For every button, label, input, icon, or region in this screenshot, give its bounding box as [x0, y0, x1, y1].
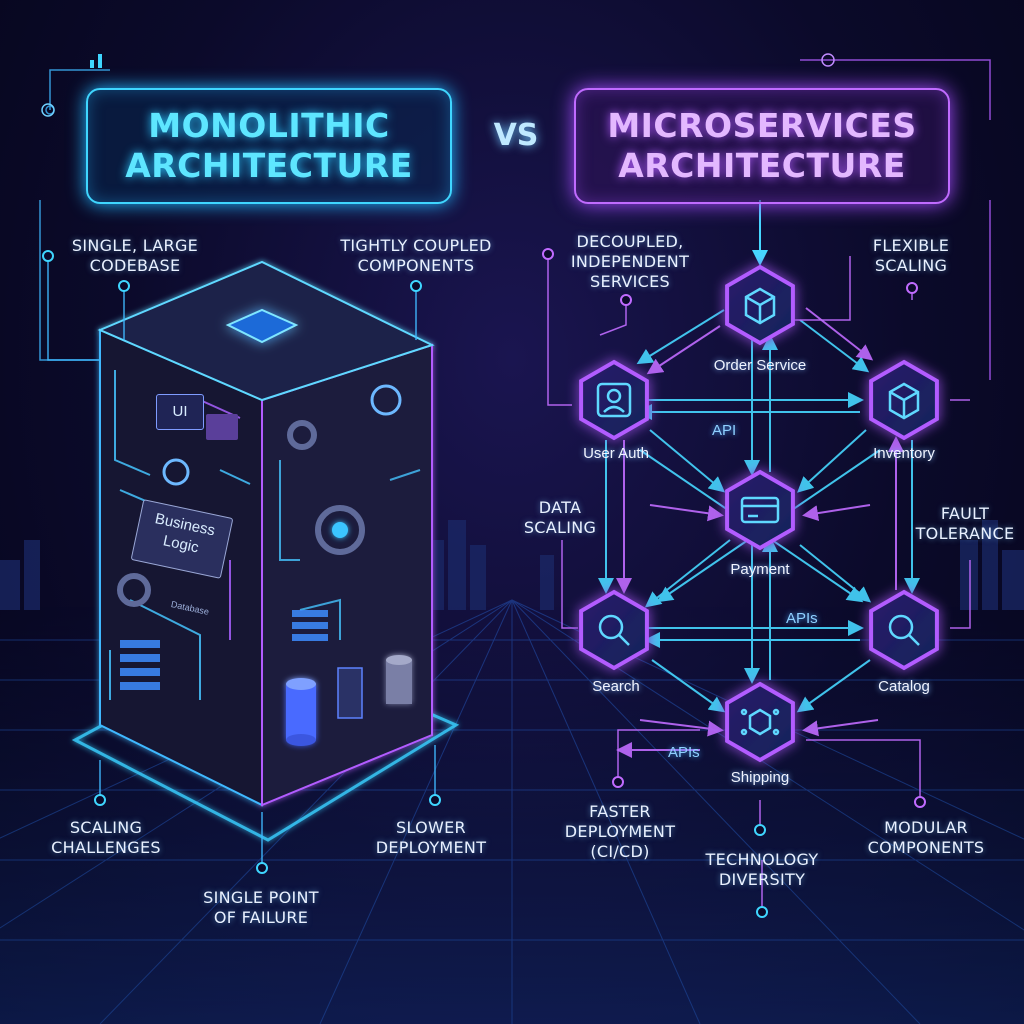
- ui-chip: UI: [156, 394, 204, 430]
- monolith-gear-icon: [117, 420, 365, 607]
- microservices-title-line1: MICROSERVICES: [607, 106, 917, 145]
- circuit-decor-right: [800, 59, 991, 380]
- cube-network-icon: [740, 708, 780, 736]
- api-label-top: API: [712, 422, 737, 439]
- label-technology-diversity: TECHNOLOGY DIVERSITY: [705, 850, 819, 889]
- label-flexible-scaling: FLEXIBLE SCALING: [872, 236, 950, 275]
- service-payment: Payment: [730, 561, 790, 578]
- api-label-mid: APIs: [786, 610, 818, 627]
- service-search: Search: [592, 678, 640, 695]
- vs-label: VS: [493, 118, 539, 153]
- hex-node-inventory: [869, 359, 939, 441]
- service-user-auth: User Auth: [583, 445, 649, 462]
- database-cylinder-icon: [286, 655, 412, 746]
- magnifier-icon: [888, 614, 920, 646]
- globe-icon: [41, 103, 55, 117]
- label-slower-deployment: SLOWER DEPLOYMENT: [375, 818, 487, 857]
- signal-bars-icon: [90, 54, 102, 68]
- hex-node-user-auth: [579, 359, 649, 441]
- monolith-dial-icon-2: [370, 384, 402, 416]
- label-faster-deployment: FASTER DEPLOYMENT (CI/CD): [564, 802, 676, 861]
- package-icon: [888, 382, 920, 420]
- label-single-point-of-failure: SINGLE POINT OF FAILURE: [203, 888, 319, 927]
- monolithic-title-box: MONOLITHIC ARCHITECTURE: [86, 88, 452, 204]
- monolith-dial-icon: [162, 458, 190, 486]
- ui-chip-bar: [206, 414, 238, 440]
- hex-node-payment: [725, 469, 795, 551]
- hex-node-search: [579, 589, 649, 671]
- label-tightly-coupled: TIGHTLY COUPLED COMPONENTS: [340, 236, 492, 275]
- magnifier-icon: [598, 614, 630, 646]
- gear-icon: [821, 53, 835, 67]
- api-label-bottom: APIs: [668, 744, 700, 761]
- label-modular-components: MODULAR COMPONENTS: [867, 818, 985, 857]
- service-order: Order Service: [713, 357, 807, 374]
- hex-node-shipping: [725, 681, 795, 763]
- hex-node-catalog: [869, 589, 939, 671]
- label-scaling-challenges: SCALING CHALLENGES: [51, 818, 161, 857]
- microservices-title-line2: ARCHITECTURE: [618, 146, 906, 185]
- microservices-title-box: MICROSERVICES ARCHITECTURE: [574, 88, 950, 204]
- monolithic-title-line1: MONOLITHIC: [148, 106, 390, 145]
- monolithic-title-line2: ARCHITECTURE: [125, 146, 413, 185]
- user-icon: [596, 382, 632, 418]
- box-icon: [744, 287, 776, 325]
- label-data-scaling: DATA SCALING: [523, 498, 597, 537]
- service-nodes: [579, 264, 939, 763]
- card-icon: [740, 496, 780, 524]
- label-fault-tolerance: FAULT TOLERANCE: [915, 504, 1015, 543]
- label-single-large-codebase: SINGLE, LARGE CODEBASE: [71, 236, 199, 275]
- service-inventory: Inventory: [873, 445, 935, 462]
- label-decoupled-services: DECOUPLED, INDEPENDENT SERVICES: [570, 232, 690, 291]
- service-catalog: Catalog: [878, 678, 930, 695]
- service-shipping: Shipping: [730, 769, 790, 786]
- skyline: [0, 520, 1024, 610]
- hex-node-order: [725, 264, 795, 346]
